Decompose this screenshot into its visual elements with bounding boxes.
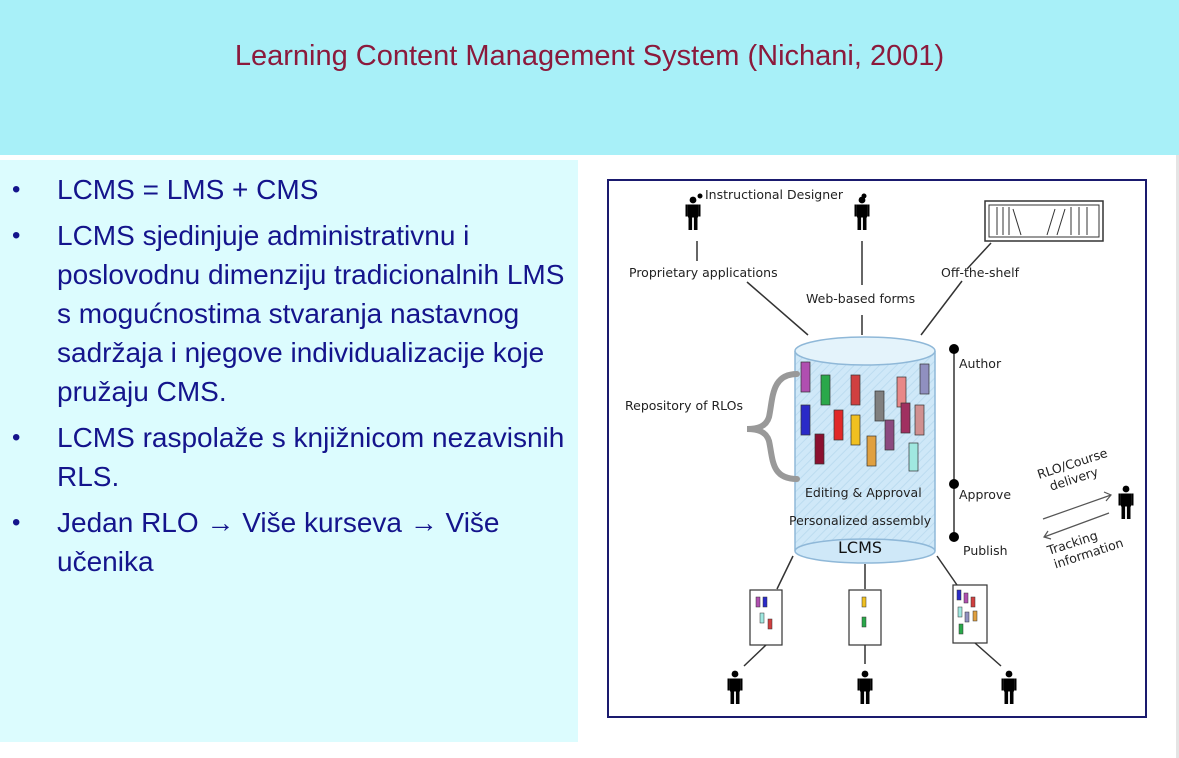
right-divider bbox=[1176, 155, 1179, 758]
bullet-item: Jedan RLO → Više kurseva → Više učenika bbox=[0, 503, 578, 581]
personalized-assembly-label: Personalized assembly bbox=[789, 513, 932, 528]
approve-label: Approve bbox=[959, 487, 1011, 502]
lcms-diagram: Instructional Designer Proprietary appli… bbox=[607, 179, 1147, 718]
course-document-icon bbox=[952, 584, 988, 644]
slide-title: Learning Content Management System (Nich… bbox=[234, 40, 945, 72]
bullet-list: LCMS = LMS + CMS LCMS sjedinjuje adminis… bbox=[0, 170, 578, 588]
instructional-designer-label: Instructional Designer bbox=[705, 187, 844, 202]
editing-approval-label: Editing & Approval bbox=[805, 485, 922, 500]
title-band bbox=[0, 0, 1179, 155]
connector-line bbox=[936, 555, 958, 586]
bullet-item: LCMS = LMS + CMS bbox=[0, 170, 578, 209]
publish-node-icon bbox=[949, 532, 959, 542]
course-document-icon bbox=[848, 589, 882, 646]
author-node-icon bbox=[949, 344, 959, 354]
author-label: Author bbox=[959, 356, 1002, 371]
rlo-blocks bbox=[800, 361, 930, 472]
delivery-arrowhead-icon bbox=[1103, 491, 1112, 502]
bullet-item: LCMS sjedinjuje administrativnu i poslov… bbox=[0, 216, 578, 411]
proprietary-applications-label: Proprietary applications bbox=[629, 265, 778, 280]
connector-line bbox=[743, 644, 767, 667]
repository-label: Repository of RLOs bbox=[625, 398, 743, 413]
tracking-arrowhead-icon bbox=[1043, 530, 1052, 540]
connector-line bbox=[966, 242, 992, 270]
connector-line bbox=[746, 281, 809, 336]
tracking-arrow bbox=[1043, 512, 1110, 538]
connector-line bbox=[920, 280, 963, 336]
approve-node-icon bbox=[949, 479, 959, 489]
web-based-forms-label: Web-based forms bbox=[806, 291, 915, 306]
repository-brace-icon bbox=[746, 371, 800, 482]
lcms-label: LCMS bbox=[838, 538, 882, 557]
connector-line bbox=[776, 555, 794, 590]
designer-dot-icon bbox=[861, 193, 867, 199]
bullet-item: LCMS raspolaže s knjižnicom nezavisnih R… bbox=[0, 418, 578, 496]
delivery-arrow bbox=[1042, 494, 1112, 520]
designer-dot-icon bbox=[697, 193, 703, 199]
connector-line bbox=[974, 642, 1002, 667]
course-document-icon bbox=[749, 589, 783, 646]
off-the-shelf-label: Off-the-shelf bbox=[941, 265, 1020, 280]
publish-label: Publish bbox=[963, 543, 1008, 558]
bookshelf-icon bbox=[984, 200, 1104, 242]
